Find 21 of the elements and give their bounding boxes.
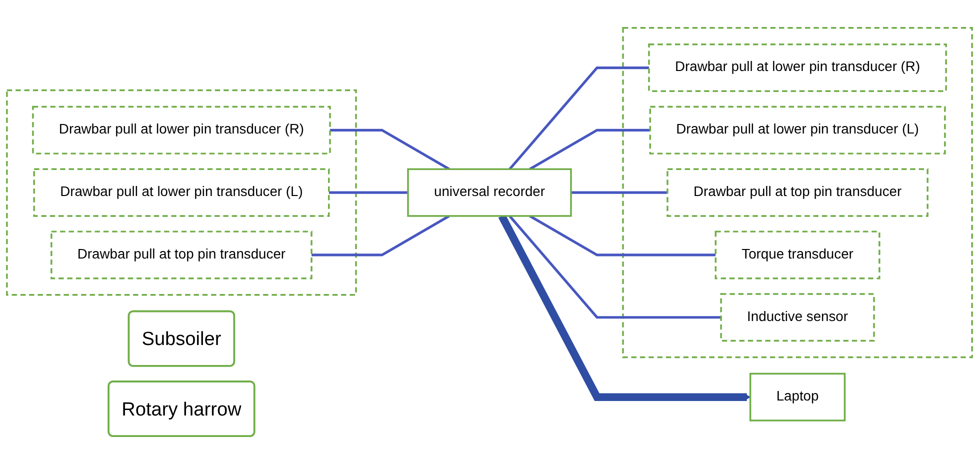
node-box: Laptop [749, 372, 846, 422]
node-box: Drawbar pull at lower pin transducer (R) [32, 106, 331, 154]
node-box: Inductive sensor [720, 293, 875, 342]
cluster [622, 27, 973, 358]
node-box: Drawbar pull at lower pin transducer (L) [33, 168, 330, 217]
node-box: universal recorder [407, 168, 572, 217]
node-box: Drawbar pull at lower pin transducer (L) [649, 106, 946, 154]
connector [508, 215, 722, 319]
node-box: Drawbar pull at top pin transducer [666, 168, 928, 217]
node-box: Drawbar pull at top pin transducer [50, 230, 312, 280]
node-box: Drawbar pull at lower pin transducer (R) [648, 44, 947, 92]
connector [330, 128, 450, 170]
cluster [6, 89, 357, 296]
connector [571, 191, 668, 194]
connector [328, 191, 408, 194]
connector [312, 214, 450, 256]
connector [529, 128, 650, 170]
connector [529, 214, 716, 256]
arrow [498, 214, 751, 401]
connector [508, 66, 649, 170]
node-box: Torque transducer [714, 230, 880, 280]
